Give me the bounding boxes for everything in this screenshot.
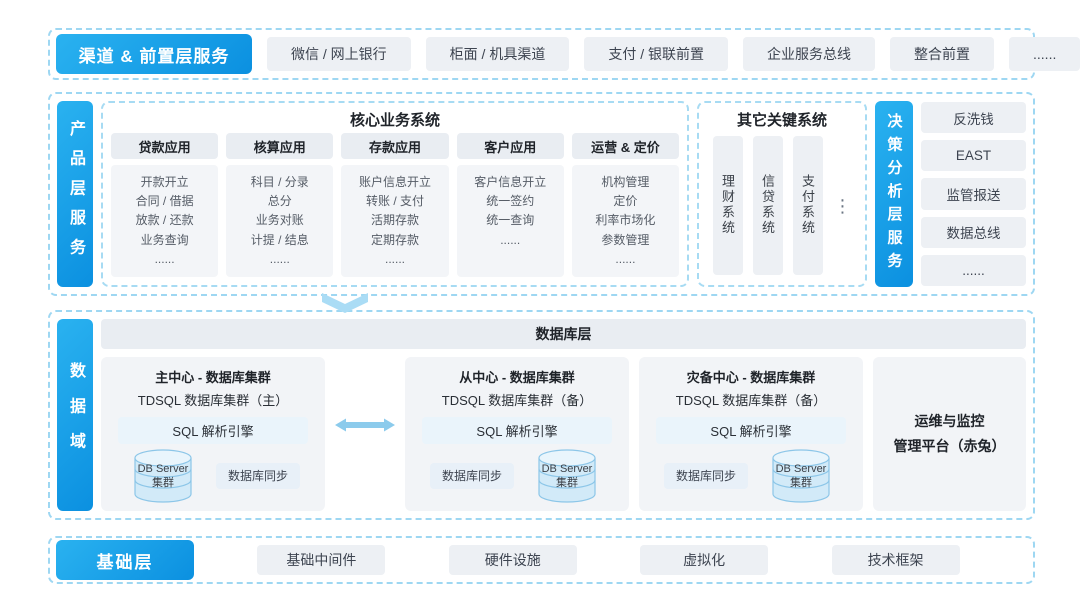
decision-item: 监管报送: [921, 178, 1026, 210]
base-items-row: 基础中间件 硬件设施 虚拟化 技术框架: [194, 545, 1023, 575]
base-layer-label: 基础层: [56, 540, 194, 580]
core-column-header: 贷款应用: [111, 133, 219, 159]
cluster-title: 从中心 - 数据库集群: [459, 370, 575, 385]
cluster-primary: 主中心 - 数据库集群 TDSQL 数据库集群（主） SQL 解析引擎 DB S…: [101, 357, 325, 511]
vertical-ellipsis-icon: ⋮: [833, 195, 852, 216]
cluster-bottom-row: DB Server 集群 数据库同步: [110, 446, 316, 505]
base-item: 技术框架: [831, 545, 960, 575]
decision-item: EAST: [921, 140, 1026, 172]
base-item: 虚拟化: [640, 545, 769, 575]
db-server-label: DB Server 集群: [541, 462, 593, 489]
channel-item: 支付 / 银联前置: [584, 37, 729, 71]
db-server-label: DB Server 集群: [775, 462, 827, 489]
core-column-header: 客户应用: [456, 133, 564, 159]
data-domain-band: 数据域 数据库层 主中心 - 数据库集群 TDSQL 数据库集群（主） SQL …: [48, 310, 1035, 520]
base-layer-band: 基础层 基础中间件 硬件设施 虚拟化 技术框架: [48, 536, 1035, 584]
core-column-items: 账户信息开立 转账 / 支付 活期存款 定期存款 ......: [341, 165, 449, 277]
cluster-title: 主中心 - 数据库集群: [155, 370, 271, 385]
core-column-accounting: 核算应用 科目 / 分录 总分 业务对账 计提 / 结息 ......: [226, 133, 334, 277]
channel-layer-label: 渠道 & 前置层服务: [56, 34, 252, 74]
channel-item: 企业服务总线: [743, 37, 876, 71]
core-column-items: 科目 / 分录 总分 业务对账 计提 / 结息 ......: [226, 165, 334, 277]
core-systems-title: 核心业务系统: [349, 112, 440, 129]
other-systems-title: 其它关键系统: [736, 112, 827, 129]
core-column-operations: 运营 & 定价 机构管理 定价 利率市场化 参数管理 ......: [571, 133, 680, 277]
core-systems-columns: 贷款应用 开款开立 合同 / 借据 放款 / 还款 业务查询 ...... 核算…: [111, 133, 680, 277]
product-layer-label: 产品层服务: [57, 101, 93, 287]
core-column-header: 核算应用: [226, 133, 334, 159]
core-systems-panel: 核心业务系统 贷款应用 开款开立 合同 / 借据 放款 / 还款 业务查询 ..…: [101, 101, 689, 287]
core-column-items: 客户信息开立 统一签约 统一查询 ......: [456, 165, 564, 277]
decision-item: 反洗钱: [921, 102, 1026, 134]
bidirectional-arrow-icon: [335, 418, 395, 432]
core-column-header: 存款应用: [341, 133, 449, 159]
data-domain-label: 数据域: [57, 319, 93, 511]
db-sync-pill: 数据库同步: [663, 462, 748, 489]
decision-items-column: 反洗钱 EAST 监管报送 数据总线 ......: [921, 101, 1026, 287]
sql-engine-pill: SQL 解析引擎: [656, 417, 846, 444]
cluster-subtitle: TDSQL 数据库集群（备）: [441, 393, 593, 408]
core-column-loan: 贷款应用 开款开立 合同 / 借据 放款 / 还款 业务查询 ......: [111, 133, 219, 277]
cluster-title: 灾备中心 - 数据库集群: [686, 370, 816, 385]
db-sync-pill: 数据库同步: [429, 462, 514, 489]
database-clusters-row: 主中心 - 数据库集群 TDSQL 数据库集群（主） SQL 解析引擎 DB S…: [101, 357, 1026, 511]
sql-engine-pill: SQL 解析引擎: [118, 417, 308, 444]
cluster-bottom-row: 数据库同步 DB Server 集群: [414, 446, 620, 505]
channel-item: 整合前置: [890, 37, 995, 71]
product-layer-band: 产品层服务 核心业务系统 贷款应用 开款开立 合同 / 借据 放款 / 还款 业…: [48, 92, 1035, 296]
data-domain-content: 数据库层 主中心 - 数据库集群 TDSQL 数据库集群（主） SQL 解析引擎: [101, 319, 1026, 511]
core-column-items: 开款开立 合同 / 借据 放款 / 还款 业务查询 ......: [111, 165, 219, 277]
ops-platform-box: 运维与监控 管理平台（赤兔）: [873, 357, 1026, 511]
core-column-header: 运营 & 定价: [571, 133, 680, 159]
cluster-subtitle: TDSQL 数据库集群（备）: [675, 393, 827, 408]
decision-layer-label: 决策分析层服务: [875, 101, 913, 287]
sql-engine-pill: SQL 解析引擎: [422, 417, 612, 444]
cluster-secondary: 从中心 - 数据库集群 TDSQL 数据库集群（备） SQL 解析引擎 数据库同…: [405, 357, 629, 511]
channel-layer-band: 渠道 & 前置层服务 微信 / 网上银行 柜面 / 机具渠道 支付 / 银联前置…: [48, 28, 1080, 80]
decision-item: 数据总线: [921, 216, 1026, 248]
base-item: 硬件设施: [448, 545, 577, 575]
other-system-item: 信贷系统: [752, 136, 783, 275]
channel-item: 微信 / 网上银行: [267, 37, 411, 71]
channel-item-more: ......: [1009, 37, 1080, 71]
database-cylinder-icon: DB Server 集群: [126, 448, 200, 503]
cluster-bottom-row: 数据库同步 DB Server 集群: [648, 446, 854, 505]
base-item: 基础中间件: [257, 545, 386, 575]
database-cylinder-icon: DB Server 集群: [764, 448, 838, 503]
other-system-item: 理财系统: [712, 136, 743, 275]
decision-item-more: ......: [921, 254, 1026, 287]
database-layer-header: 数据库层: [101, 319, 1026, 349]
core-column-customer: 客户应用 客户信息开立 统一签约 统一查询 ......: [456, 133, 564, 277]
db-server-label: DB Server 集群: [137, 462, 189, 489]
cluster-disaster-recovery: 灾备中心 - 数据库集群 TDSQL 数据库集群（备） SQL 解析引擎 数据库…: [639, 357, 863, 511]
cluster-subtitle: TDSQL 数据库集群（主）: [137, 393, 289, 408]
channel-item: 柜面 / 机具渠道: [425, 37, 570, 71]
other-systems-panel: 其它关键系统 理财系统 信贷系统 支付系统 ⋮: [697, 101, 867, 287]
other-systems-row: 理财系统 信贷系统 支付系统 ⋮: [709, 133, 855, 275]
core-column-items: 机构管理 定价 利率市场化 参数管理 ......: [571, 165, 680, 277]
down-arrow-icon: [322, 293, 368, 318]
other-system-item: 支付系统: [792, 136, 823, 275]
replication-arrow-gap: [335, 357, 395, 511]
db-sync-pill: 数据库同步: [215, 462, 300, 489]
core-column-deposit: 存款应用 账户信息开立 转账 / 支付 活期存款 定期存款 ......: [341, 133, 449, 277]
database-cylinder-icon: DB Server 集群: [530, 448, 604, 503]
